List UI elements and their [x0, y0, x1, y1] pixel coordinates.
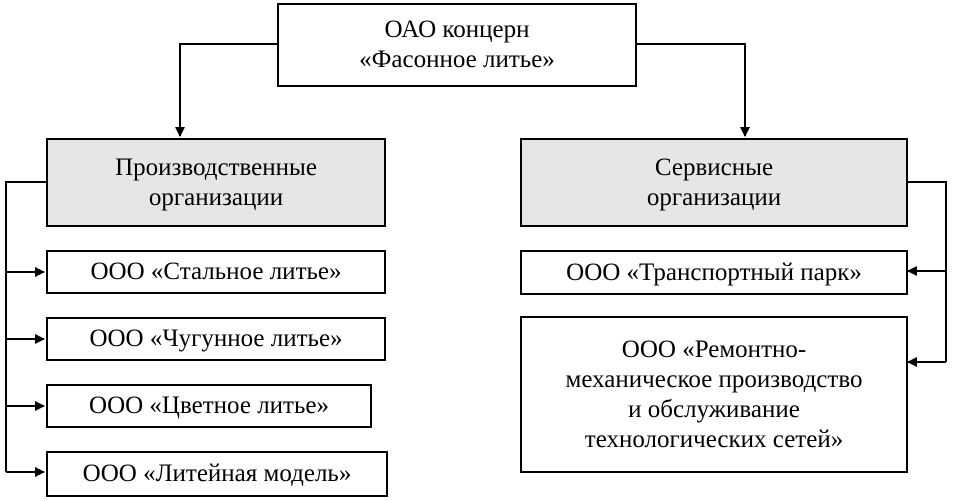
root-node: ОАО концерн «Фасонное литье» — [277, 3, 637, 87]
production-item-label: ООО «Цветное литье» — [89, 392, 329, 419]
production-item-label: ООО «Литейная модель» — [82, 460, 352, 487]
production-group-label: Производственные организации — [115, 153, 317, 211]
production-item-4: ООО «Литейная модель» — [46, 451, 388, 497]
service-item-label: ООО «Ремонтно- механическое производство… — [565, 335, 863, 453]
production-item-1: ООО «Стальное литье» — [46, 250, 386, 294]
production-item-3: ООО «Цветное литье» — [46, 384, 372, 428]
service-item-label: ООО «Транспортный парк» — [566, 258, 862, 286]
root-label: ОАО концерн «Фасонное литье» — [359, 16, 555, 73]
service-group-label: Сервисные организации — [646, 153, 782, 211]
service-group-node: Сервисные организации — [520, 138, 908, 227]
connector-production-trunk — [5, 181, 46, 472]
production-item-2: ООО «Чугунное литье» — [46, 317, 386, 361]
connector-service-trunk — [908, 181, 947, 362]
production-item-label: ООО «Чугунное литье» — [89, 325, 343, 352]
service-item-1: ООО «Транспортный парк» — [520, 250, 908, 295]
production-item-label: ООО «Стальное литье» — [90, 258, 342, 285]
service-item-2: ООО «Ремонтно- механическое производство… — [520, 316, 908, 473]
connector-root-to-production — [175, 43, 277, 137]
connector-root-to-service — [637, 43, 750, 137]
production-group-node: Производственные организации — [46, 138, 386, 227]
